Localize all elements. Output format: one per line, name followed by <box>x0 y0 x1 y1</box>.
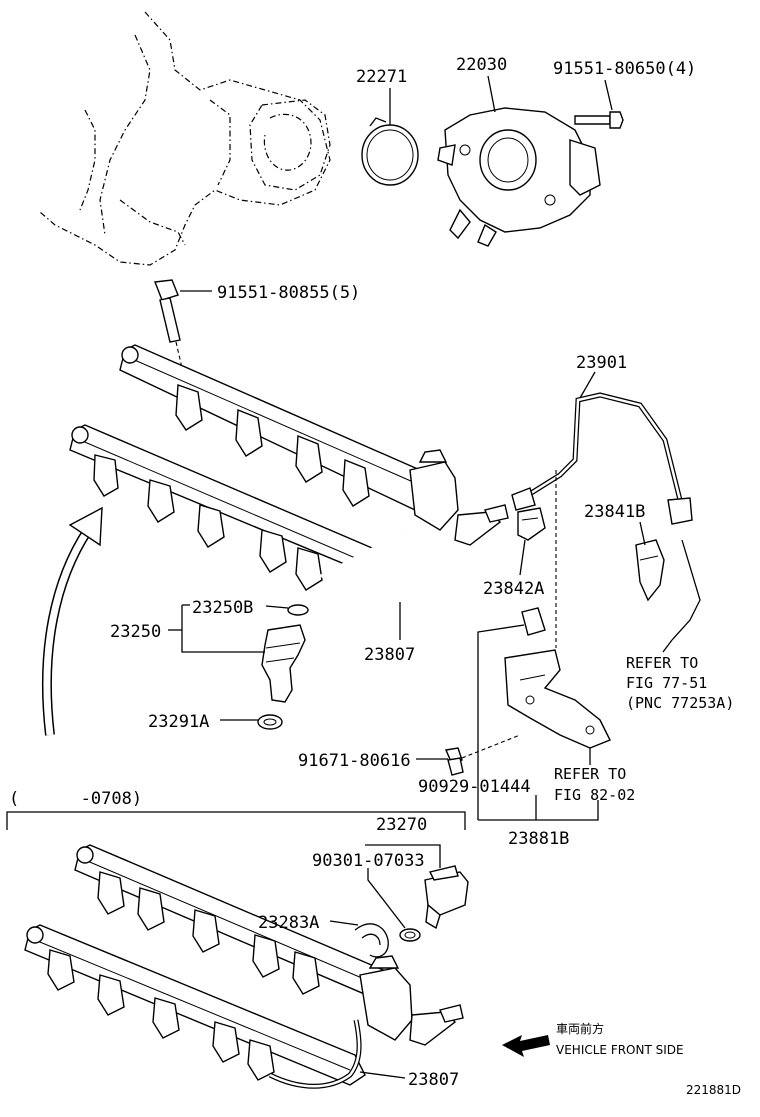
curved-up-arrow-icon <box>41 506 103 736</box>
leader-lines-upper <box>168 75 673 821</box>
label-23841B: 23841B <box>584 502 645 522</box>
vehicle-front-label: VEHICLE FRONT SIDE <box>556 1043 684 1057</box>
label-23842A: 23842A <box>483 579 544 599</box>
refer-fig-77-line3: (PNC 77253A) <box>626 694 734 712</box>
label-23291A: 23291A <box>148 712 209 732</box>
label-23283A: 23283A <box>258 913 319 933</box>
label-23807-lower: 23807 <box>408 1070 459 1090</box>
label-23807-upper: 23807 <box>364 645 415 665</box>
left-arrow-icon <box>502 1035 550 1057</box>
label-23250B: 23250B <box>192 598 253 618</box>
throttle-body-22030 <box>437 107 601 247</box>
label-22271: 22271 <box>356 67 407 87</box>
fuel-rail-assembly-lower <box>24 844 464 1089</box>
label-23270: 23270 <box>376 815 427 835</box>
date-range-bracket <box>6 811 466 830</box>
clamp-23842A <box>517 507 546 541</box>
injector-23250 <box>257 604 309 730</box>
fuel-hose-23807-upper <box>319 529 412 605</box>
bolt-91551-80650 <box>574 79 624 129</box>
refer-fig-77-line2: FIG 77-51 <box>626 674 707 692</box>
fuel-rail-upper <box>119 344 509 546</box>
bolt-91671-80616 <box>445 734 521 776</box>
gasket-22271 <box>361 117 419 186</box>
refer-fig-82-line2: FIG 82-02 <box>554 786 635 804</box>
bracket-23881B <box>504 470 611 749</box>
refer-fig-82-line1: REFER TO <box>554 765 626 783</box>
label-23250: 23250 <box>110 622 161 642</box>
clamp-23841B <box>635 539 665 602</box>
pressure-regulator-23270 <box>354 865 469 958</box>
vehicle-front-jp: 車両前方 <box>556 1021 604 1036</box>
label-22030: 22030 <box>456 55 507 75</box>
label-91551-80650: 91551-80650(4) <box>553 59 696 79</box>
label-90301-07033: 90301-07033 <box>312 851 425 871</box>
label-91551-80855: 91551-80855(5) <box>217 283 360 303</box>
fuel-rail-lower <box>69 424 411 591</box>
label-91671-80616: 91671-80616 <box>298 751 411 771</box>
refer-fig-77-line1: REFER TO <box>626 654 698 672</box>
figure-id: 221881D <box>686 1083 741 1097</box>
label-23901: 23901 <box>576 353 627 373</box>
intake-manifold <box>39 11 331 266</box>
label-90929-01444: 90929-01444 <box>418 777 531 797</box>
date-range-label: ( -0708) <box>9 789 142 809</box>
fuel-tube-23901 <box>511 392 701 641</box>
label-23881B: 23881B <box>508 829 569 849</box>
leader-lines-lower <box>329 844 441 1079</box>
